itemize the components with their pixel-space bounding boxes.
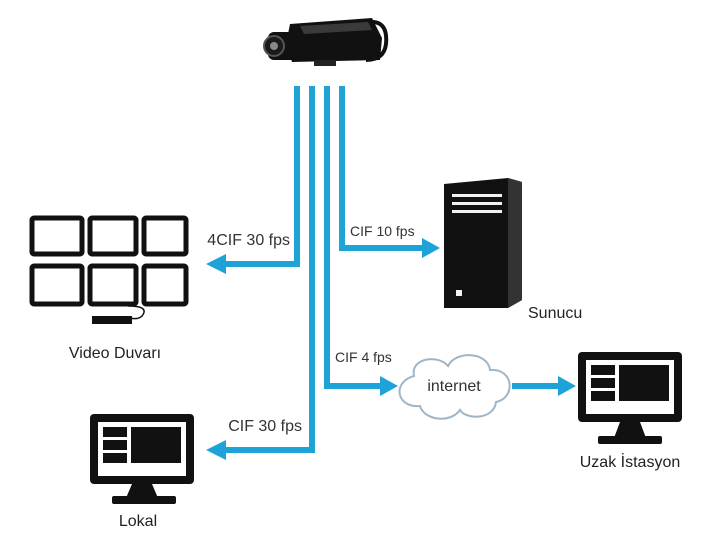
arrowhead-video-wall bbox=[206, 254, 226, 274]
stream-arrowheads bbox=[206, 238, 576, 460]
server-label: Sunucu bbox=[528, 305, 582, 322]
ip-camera-icon bbox=[263, 18, 389, 66]
stream-line-video-wall bbox=[224, 86, 300, 267]
stream-line-server bbox=[339, 86, 424, 251]
cloud-icon bbox=[398, 354, 511, 420]
arrowhead-local bbox=[206, 440, 226, 460]
local-label: Lokal bbox=[119, 513, 157, 530]
stream-line-local bbox=[224, 86, 315, 453]
monitor-icon bbox=[578, 352, 682, 444]
monitor-icon bbox=[90, 414, 194, 504]
stream-label-server: CIF 10 fps bbox=[350, 223, 415, 239]
video-wall-icon bbox=[29, 215, 189, 324]
stream-line-remote bbox=[324, 86, 384, 389]
stream-label-remote: CIF 4 fps bbox=[335, 349, 392, 365]
server-tower-icon bbox=[444, 178, 522, 308]
remote-station-label: Uzak İstasyon bbox=[580, 452, 680, 471]
stream-label-video-wall: 4CIF 30 fps bbox=[207, 232, 290, 249]
arrowhead-remote bbox=[558, 376, 576, 396]
internet-label: internet bbox=[427, 378, 481, 395]
arrowhead-internet bbox=[380, 376, 398, 396]
arrowhead-server bbox=[422, 238, 440, 258]
stream-lines bbox=[224, 86, 560, 453]
video-wall-label: Video Duvarı bbox=[69, 345, 161, 362]
stream-label-local: CIF 30 fps bbox=[228, 418, 302, 435]
